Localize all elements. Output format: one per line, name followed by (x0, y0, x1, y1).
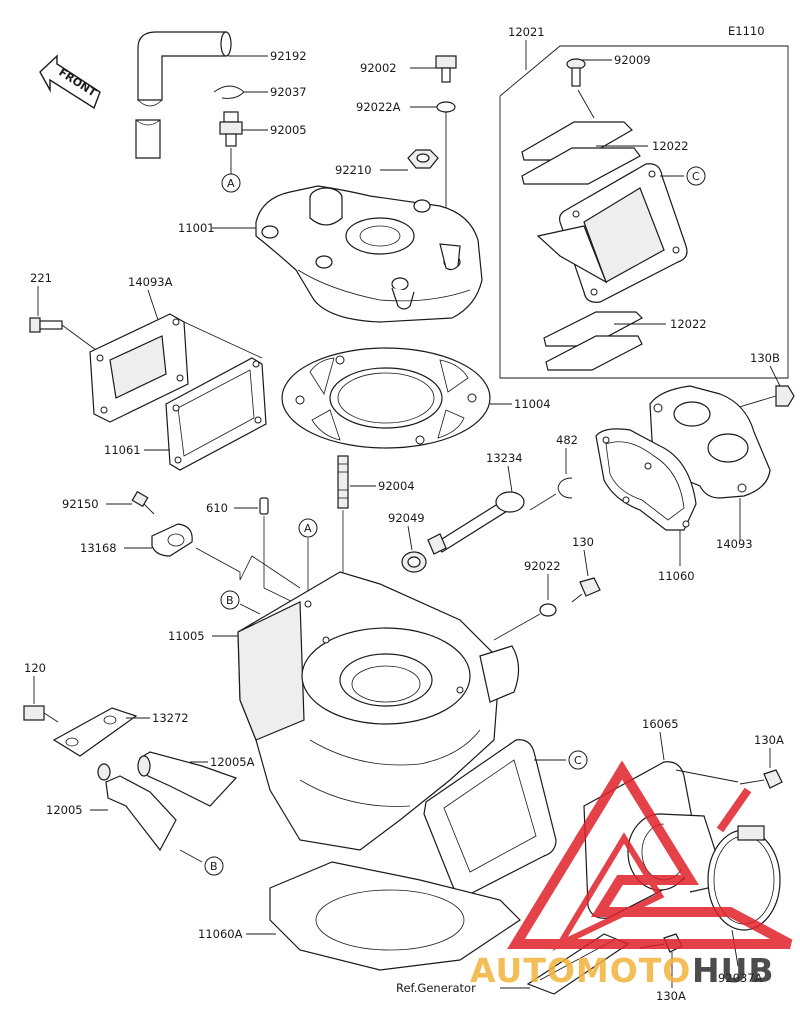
callout-92037: 92037 (270, 85, 307, 99)
watermark-logo: AUTOMOTO HUB (470, 760, 793, 990)
cylinder-part (237, 571, 520, 851)
gasket-11060-part (595, 428, 697, 531)
callout-92005: 92005 (270, 123, 307, 137)
reed-valve-group-box (499, 40, 789, 379)
plate-13272-part (52, 707, 138, 757)
dowel-610-part (259, 497, 269, 515)
reed-stopper-upper-part (521, 121, 641, 185)
cylinder-head-part (255, 185, 483, 323)
callout-11060a: 11060A (198, 927, 243, 941)
bolt-130-part (571, 577, 601, 603)
callout-92192: 92192 (270, 49, 307, 63)
fitting-part (219, 111, 243, 147)
ref-mark-c-mid (568, 750, 588, 770)
nut-92210-part (407, 149, 439, 169)
ref-mark-b-bot-label: B (210, 860, 218, 873)
callout-12005: 12005 (46, 803, 83, 817)
callout-92004: 92004 (378, 479, 415, 493)
bolt-120-part (23, 705, 59, 723)
callout-14093a: 14093A (128, 275, 173, 289)
callout-16065: 16065 (642, 717, 679, 731)
callout-11004: 11004 (514, 397, 551, 411)
gasket-11061-part (165, 357, 267, 471)
bolt-92002-part (435, 55, 457, 83)
front-arrow-icon: FRONT (39, 54, 101, 110)
screw-92150-part (131, 490, 155, 515)
bolt-130a-top-part (739, 769, 783, 789)
hose-part (135, 31, 232, 159)
callout-12022-lower: 12022 (670, 317, 707, 331)
ref-mark-c-mid-label: C (574, 754, 582, 767)
ref-mark-c-top-label: C (692, 170, 700, 183)
ref-mark-a-mid (298, 518, 318, 538)
stud-92004-part (337, 455, 349, 509)
clamp-92037a-part (707, 825, 781, 931)
callout-610: 610 (206, 501, 228, 515)
bolt-221-part (29, 317, 63, 333)
callout-482: 482 (556, 433, 578, 447)
ref-mark-b-bot (204, 856, 224, 876)
circlip-482-part (557, 477, 573, 499)
reed-stopper-lower-part (543, 311, 643, 371)
head-gasket-part (281, 347, 491, 449)
reed-valve-body-part (536, 163, 688, 303)
callout-12022-upper: 12022 (652, 139, 689, 153)
ref-mark-c-top (686, 166, 706, 186)
screw-92009-part (566, 58, 586, 87)
callout-11005: 11005 (168, 629, 205, 643)
diagram-code: E1110 (728, 24, 765, 38)
callout-12005a: 12005A (210, 755, 255, 769)
callout-92037a: 92037A (718, 971, 763, 985)
ref-mark-a-mid-label: A (304, 522, 312, 535)
ref-mark-b-left-label: B (226, 594, 234, 607)
ref-generator-label: Ref.Generator (396, 981, 476, 995)
watermark-text-hub: HUB (692, 951, 775, 990)
holder-13168-part (151, 523, 193, 557)
callout-92022: 92022 (524, 559, 561, 573)
cover-14093a-part (89, 313, 189, 423)
callout-12021: 12021 (508, 25, 545, 39)
callout-92009: 92009 (614, 53, 651, 67)
seal-92049-part (401, 551, 427, 573)
callout-13272: 13272 (152, 711, 189, 725)
washer-92022a-part (436, 101, 456, 113)
callout-130b: 130B (750, 351, 780, 365)
base-gasket-part (269, 861, 521, 971)
washer-92022-part (539, 603, 557, 617)
callout-13234: 13234 (486, 451, 523, 465)
valve-12005-part (97, 763, 177, 852)
callout-92150: 92150 (62, 497, 99, 511)
callout-92022a: 92022A (356, 100, 401, 114)
callout-120: 120 (24, 661, 46, 675)
ref-mark-b-left (220, 590, 240, 610)
callout-11060: 11060 (658, 569, 695, 583)
watermark-text-automoto: AUTOMOTO (470, 951, 691, 990)
callout-130: 130 (572, 535, 594, 549)
callout-13168: 13168 (80, 541, 117, 555)
callout-221: 221 (30, 271, 52, 285)
clip-part (213, 85, 245, 99)
callout-130a-top: 130A (754, 733, 784, 747)
callout-14093: 14093 (716, 537, 753, 551)
callout-92210: 92210 (335, 163, 372, 177)
ref-mark-a-top-label: A (227, 177, 235, 190)
callout-92049: 92049 (388, 511, 425, 525)
shaft-13234-part (427, 491, 525, 555)
ref-mark-a-top (221, 173, 241, 193)
valve-12005a-part (137, 751, 238, 807)
callout-11001: 11001 (178, 221, 215, 235)
callout-11061: 11061 (104, 443, 141, 457)
callout-130a-bottom: 130A (656, 989, 686, 1003)
callout-92002: 92002 (360, 61, 397, 75)
